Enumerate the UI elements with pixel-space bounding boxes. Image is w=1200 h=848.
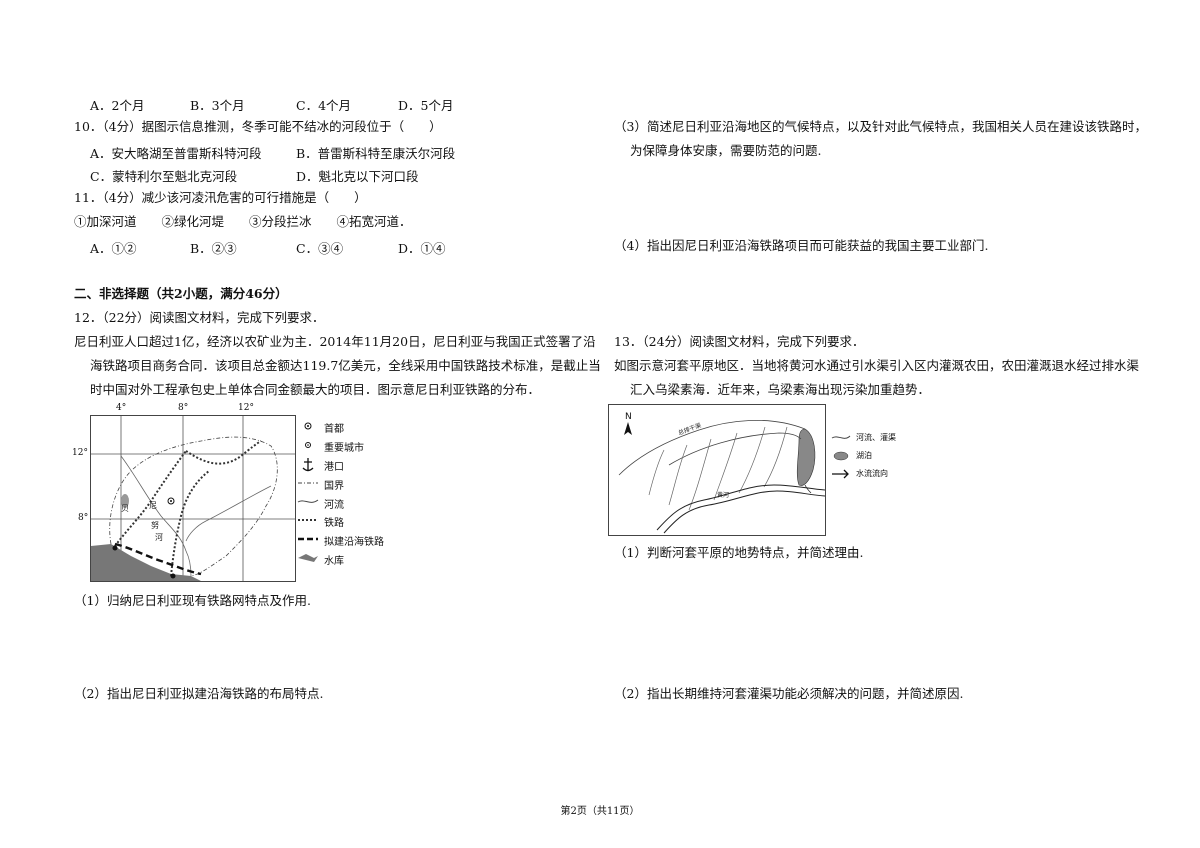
canal-6: [763, 426, 788, 488]
map-label-main-drain: 总排干渠: [677, 421, 702, 437]
legend-city-icon-dot: [307, 444, 309, 446]
legend-capital-icon: [304, 422, 312, 430]
q11-measures: ①加深河道 ②绿化河堤 ③分段拦冰 ④拓宽河道．: [74, 214, 412, 229]
hetao-map-svg: N 总排干渠 黄河: [618, 412, 826, 534]
main-drain: [668, 432, 802, 466]
legend-capital-icon-dot: [307, 425, 309, 427]
port-marker-lagos: [112, 545, 118, 551]
lake-wuliangsuhai: [796, 428, 816, 486]
q11-option-b: B．②③: [190, 241, 237, 256]
section-2-heading: 二、非选择题（共2小题，满分46分）: [74, 286, 288, 301]
legend-city: 重要城市: [324, 443, 364, 454]
hetao-plain-map: N 总排干渠 黄河: [608, 404, 826, 536]
legend-railway: 铁路: [324, 518, 344, 529]
q10-option-d: D．魁北克以下河口段: [296, 169, 419, 184]
legend-canal-icon: [831, 435, 851, 439]
q11-stem: 11．（4分）减少该河凌汛危害的可行措施是（ ）: [74, 190, 367, 205]
flow-arrow-icon: [832, 469, 849, 479]
q9-option-c: C．4个月: [296, 98, 352, 113]
legend-lake: 湖泊: [856, 451, 872, 460]
q12-sub-4: （4）指出因尼日利亚沿海铁路项目而可能获益的我国主要工业部门.: [614, 238, 989, 253]
canal-1: [648, 449, 665, 496]
legend-river-icon: [297, 499, 319, 503]
q13-stem: 13．（24分）阅读图文材料，完成下列要求．: [614, 334, 865, 349]
anchor-icon: [302, 458, 314, 472]
map-label-1: 尼: [149, 501, 157, 510]
yellow-river-bank-1: [656, 484, 826, 531]
q9-option-a: A．2个月: [90, 98, 145, 113]
yellow-river-bank-2: [663, 490, 826, 534]
nigeria-map-svg: 尼 贝 努 河: [91, 416, 295, 581]
national-border: [109, 436, 278, 577]
plain-boundary-north: [618, 419, 806, 476]
niger-river: [120, 455, 192, 577]
map-label-4: 河: [155, 532, 163, 542]
q11-option-c: C．③④: [296, 241, 344, 256]
q12-sub-3-line-2: 为保障身体安康，需要防范的问题.: [630, 143, 822, 158]
legend-reservoir-icon: [298, 554, 318, 562]
railway-east: [170, 470, 210, 577]
map-label-2: 贝: [121, 504, 129, 513]
hetao-legend-symbols: [831, 435, 851, 479]
lon-label-12: 12°: [238, 403, 254, 413]
nigeria-railway-map: 尼 贝 努 河: [90, 415, 296, 582]
legend-river: 河流: [324, 500, 344, 511]
q9-option-d: D．5个月: [398, 98, 454, 113]
lon-label-4: 4°: [116, 403, 127, 413]
legend-capital: 首都: [324, 424, 344, 435]
nigeria-map-legend: 首都 重要城市 港口 国界 河流 铁路 拟建沿海铁路 水库: [296, 418, 396, 580]
canal-3: [688, 438, 712, 511]
legend-symbols: [297, 422, 319, 562]
q12-para-2: 海铁路项目商务合同．该项目总金额达119.7亿美元，全线采用中国铁路技术标准，是…: [90, 358, 601, 373]
sea-area: [91, 544, 201, 581]
lon-label-8: 8°: [178, 403, 189, 413]
q12-para-3: 时中国对外工程承包史上单体合同金额最大的项目．图示意尼日利亚铁路的分布．: [90, 382, 541, 397]
q9-option-b: B．3个月: [190, 98, 245, 113]
capital-marker-dot: [170, 500, 172, 502]
q12-sub-2: （2）指出尼日利亚拟建沿海铁路的布局特点.: [74, 686, 324, 701]
q12-para-1: 尼日利亚人口超过1亿，经济以农矿业为主．2014年11月20日，尼日利亚与我国正…: [74, 334, 596, 349]
map-label-3: 努: [151, 520, 159, 530]
lake-outlet: [804, 484, 812, 494]
q13-para-2: 汇入乌梁素海．近年来，乌梁素海出现污染加重趋势．: [630, 382, 931, 397]
q10-option-b: B．普雷斯科特至康沃尔河段: [296, 146, 456, 161]
legend-city-icon: [305, 442, 311, 448]
q12-sub-1: （1）归纳尼日利亚现有铁路网特点及作用.: [74, 593, 311, 608]
benue-river: [185, 485, 272, 542]
map-label-yellow-river: 黄河: [717, 491, 729, 499]
canal-5: [738, 426, 766, 494]
north-label: N: [625, 412, 632, 422]
legend-port: 港口: [324, 462, 344, 473]
legend-flow: 水流流向: [856, 469, 888, 478]
railway-west: [114, 450, 187, 547]
canal-2: [668, 444, 688, 506]
lat-label-8: 8°: [78, 513, 89, 523]
q12-sub-3-line-1: （3）简述尼日利亚沿海地区的气候特点，以及针对此气候特点，我国相关人员在建设该铁…: [614, 119, 1147, 134]
q13-para-1: 如图示意河套平原地区．当地将黄河水通过引水渠引入区内灌溉农田，农田灌溉退水经过排…: [614, 358, 1140, 373]
legend-reservoir: 水库: [324, 556, 344, 567]
hetao-map-legend: 河流、灌渠 湖泊 水流流向: [830, 430, 940, 490]
q10-option-a: A．安大略湖至普雷斯科特河段: [90, 146, 262, 161]
north-arrow-icon: [624, 422, 632, 435]
legend-border: 国界: [324, 481, 344, 492]
q11-option-d: D．①④: [398, 241, 446, 256]
q10-option-c: C．蒙特利尔至魁北克河段: [90, 169, 238, 184]
canal-4: [713, 432, 738, 501]
lat-label-12: 12°: [72, 448, 88, 458]
legend-proposed-railway: 拟建沿海铁路: [324, 537, 384, 548]
q13-sub-2: （2）指出长期维持河套灌渠功能必须解决的问题，并简述原因.: [614, 686, 964, 701]
railway-north: [185, 440, 262, 465]
port-marker-east: [170, 573, 176, 579]
legend-canal: 河流、灌渠: [856, 433, 896, 442]
q12-stem: 12．（22分）阅读图文材料，完成下列要求．: [74, 310, 325, 325]
page-footer: 第2页（共11页）: [560, 806, 640, 817]
q11-option-a: A．①②: [90, 241, 137, 256]
reservoir-marker: [121, 494, 129, 508]
q13-sub-1: （1）判断河套平原的地势特点，并简述理由.: [614, 545, 864, 560]
legend-lake-icon: [833, 451, 849, 461]
proposed-coastal-railway: [114, 542, 202, 576]
capital-marker: [167, 497, 175, 505]
q10-stem: 10．（4分）据图示信息推测，冬季可能不结冰的河段位于（ ）: [74, 119, 442, 134]
